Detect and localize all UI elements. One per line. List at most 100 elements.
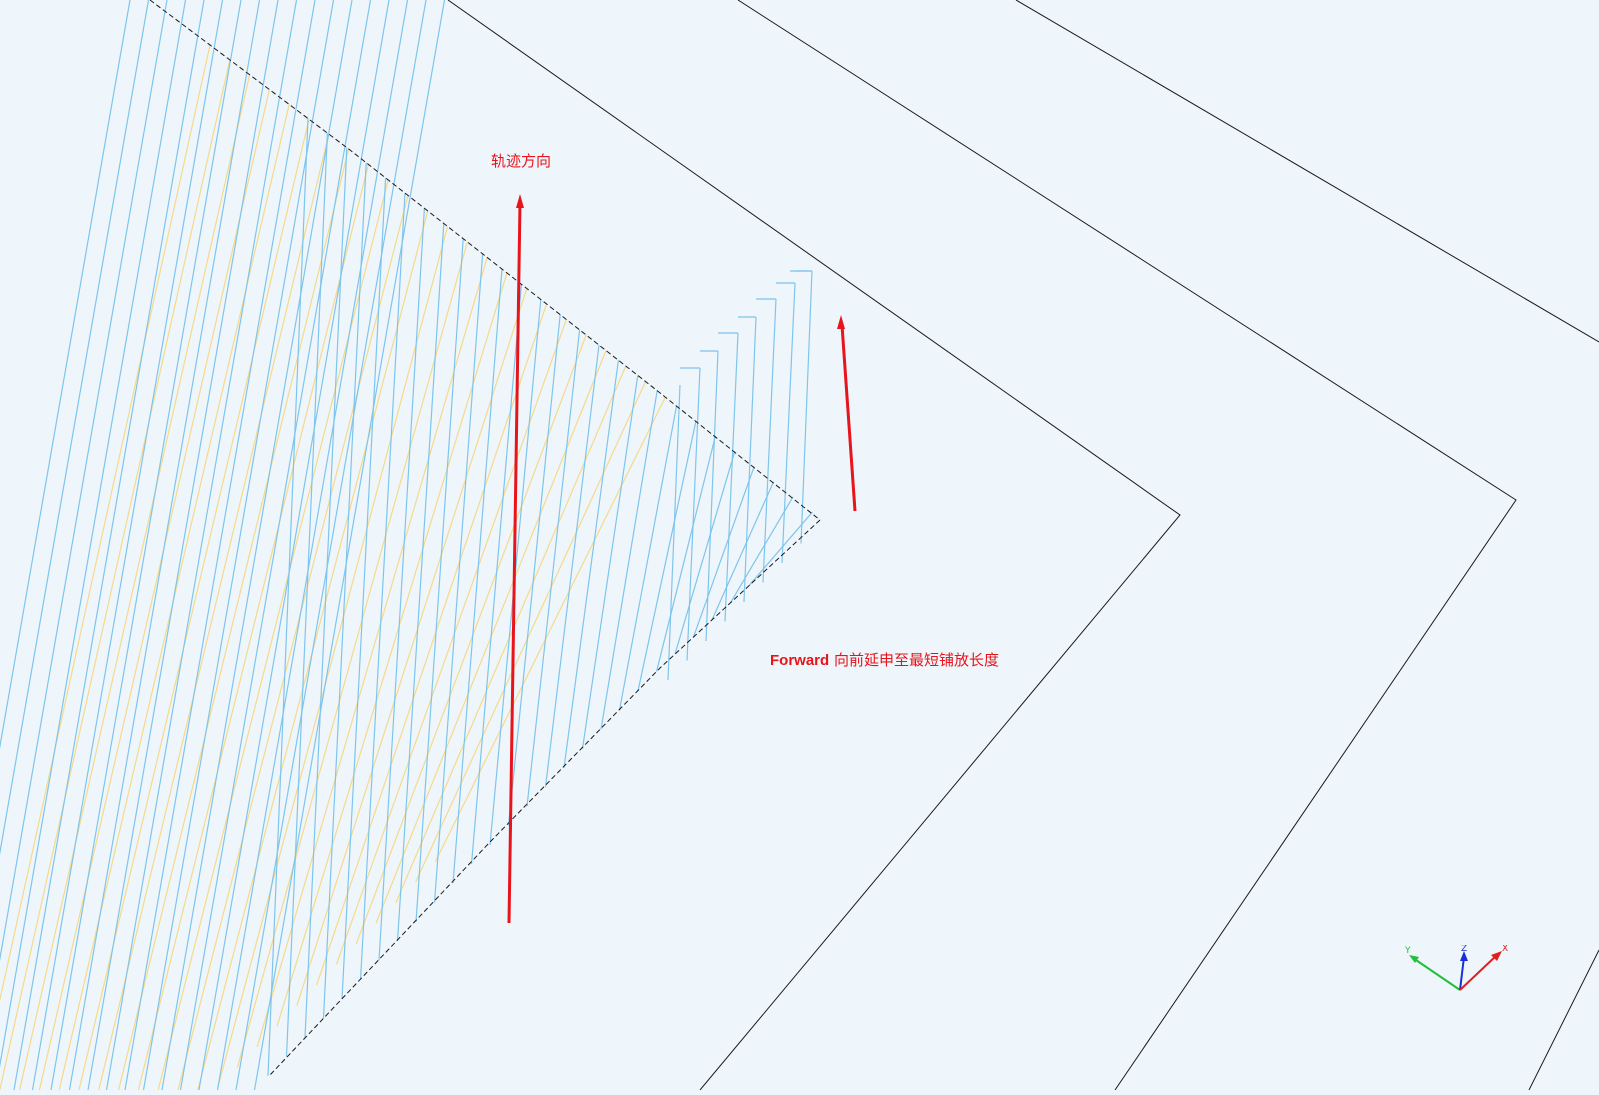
boundary-lines <box>149 0 1599 1091</box>
course-stripe-blue <box>235 0 427 1091</box>
forward-keyword: Forward <box>770 652 830 669</box>
course-stripe-blue <box>655 435 716 672</box>
course-stripe-blue <box>0 0 187 1068</box>
course-stripe-yellow <box>236 241 468 1068</box>
course-stripe-blue <box>304 147 348 1038</box>
course-stripe-yellow <box>415 381 647 883</box>
course-stripe-blue <box>68 0 261 1091</box>
course-stripe-blue <box>711 481 775 621</box>
course-stripe-blue <box>581 375 639 749</box>
course-stripe-yellow <box>276 272 508 1027</box>
course-stripe-yellow <box>0 44 211 1002</box>
boundary-line-2 <box>737 0 1517 1091</box>
forward-extension-stripe <box>724 332 739 622</box>
course-stripe-blue <box>0 0 131 750</box>
course-stripe-yellow <box>19 74 251 1091</box>
course-stripe-blue <box>13 0 205 1091</box>
course-stripe-blue <box>50 0 242 1091</box>
course-stripe-blue <box>378 208 425 961</box>
course-stripe-blue <box>124 0 316 1091</box>
boundary-line-3 <box>1015 0 1599 343</box>
course-stripe-blue <box>161 0 353 1091</box>
course-stripe-yellow <box>316 303 548 986</box>
course-stripe-blue <box>563 360 619 768</box>
course-stripe-yellow <box>177 195 409 1091</box>
course-stripe-yellow <box>335 319 567 965</box>
course-stripe-blue <box>322 162 367 1018</box>
forward-extension-stripe <box>705 350 719 642</box>
boundary-line-1 <box>447 0 1181 1091</box>
course-stripe-blue <box>0 0 168 962</box>
trajectory-direction-arrow <box>507 194 524 924</box>
yellow-fiber-courses <box>0 44 666 1091</box>
course-stripe-blue <box>452 268 503 884</box>
inner-boundary-dashed <box>149 0 821 521</box>
y-axis-label: Y <box>1405 946 1411 956</box>
inner-boundary-lower-dashed <box>269 519 821 1076</box>
course-stripe-blue <box>729 496 794 604</box>
forward-extension-arrow <box>837 315 857 512</box>
y-axis-line <box>1412 957 1461 991</box>
course-stripe-yellow <box>137 164 369 1091</box>
course-stripe-blue <box>105 0 298 1091</box>
trajectory-direction-label: 轨迹方向 <box>491 152 552 170</box>
course-stripe-blue <box>692 466 755 638</box>
course-stripe-blue <box>198 0 390 1091</box>
axis-triad: Y Z X <box>1405 945 1508 991</box>
course-stripe-blue <box>341 177 387 999</box>
y-axis-arrowhead <box>1409 955 1419 963</box>
course-stripe-yellow <box>118 148 350 1091</box>
course-stripe-blue <box>433 253 484 903</box>
course-stripe-yellow <box>256 257 488 1048</box>
x-axis-arrowhead <box>1491 951 1502 961</box>
forward-extension-stripe <box>667 384 681 681</box>
x-axis-line <box>1459 954 1498 991</box>
course-stripe-yellow <box>434 396 666 862</box>
z-axis-label: Z <box>1461 945 1467 954</box>
boundary-line-4 <box>1528 949 1599 1091</box>
course-stripe-blue <box>415 238 464 922</box>
direction-arrows <box>507 194 857 924</box>
course-stripe-yellow <box>78 119 310 1091</box>
course-stripe-blue <box>618 405 678 711</box>
course-stripe-blue <box>396 223 445 942</box>
course-stripe-yellow <box>217 226 449 1089</box>
course-stripe-blue <box>253 0 446 1091</box>
course-stripe-blue <box>267 118 309 1076</box>
course-stripe-blue <box>600 390 658 730</box>
x-axis-label: X <box>1502 945 1508 954</box>
forward-description: 向前延申至最短铺放长度 <box>833 651 999 669</box>
course-stripe-yellow <box>395 365 627 904</box>
course-stripe-blue <box>359 193 406 980</box>
course-stripe-blue <box>470 284 522 865</box>
course-stripe-blue <box>637 420 697 692</box>
forward-extension-stripe <box>743 316 757 603</box>
blue-fiber-courses <box>0 0 813 1091</box>
course-stripe-blue <box>674 451 736 655</box>
forward-extension-stripe <box>686 367 701 661</box>
course-stripe-blue <box>748 511 813 587</box>
forward-extension-stripe <box>762 298 777 583</box>
course-stripe-blue <box>544 344 600 788</box>
forward-extension-label: Forward 向前延申至最短铺放长度 <box>770 651 999 670</box>
forward-extension-stripe <box>800 270 813 544</box>
course-stripe-yellow <box>0 59 231 1091</box>
course-stripe-yellow <box>38 89 270 1091</box>
course-stripe-blue <box>142 0 335 1091</box>
course-stripe-blue <box>179 0 372 1091</box>
course-stripe-blue <box>31 0 224 1091</box>
z-axis-line <box>1459 956 1465 991</box>
course-stripe-yellow <box>98 133 330 1091</box>
course-stripe-blue <box>0 0 150 856</box>
course-stripe-yellow <box>355 334 587 945</box>
course-stripe-blue <box>507 314 561 826</box>
course-stripe-blue <box>216 0 409 1091</box>
course-stripe-yellow <box>296 288 528 1006</box>
course-stripe-blue <box>285 133 328 1057</box>
course-stripe-blue <box>87 0 279 1091</box>
z-axis-arrowhead <box>1460 951 1468 961</box>
forward-extension-stripe <box>781 282 796 564</box>
course-stripe-blue <box>526 329 581 807</box>
